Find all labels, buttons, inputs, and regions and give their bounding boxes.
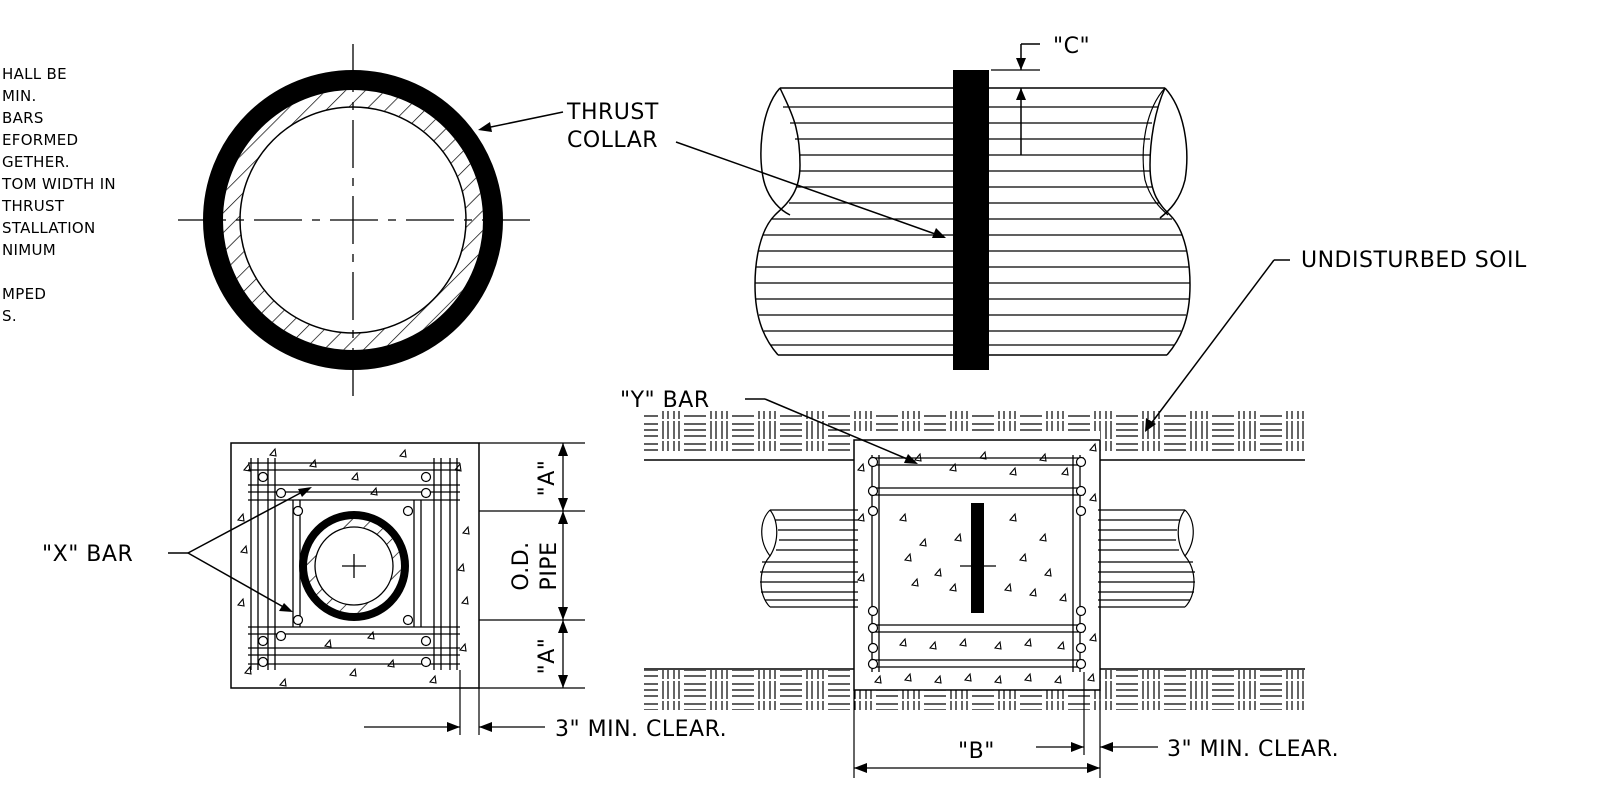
undisturbed-soil-callout: UNDISTURBED SOIL bbox=[1145, 248, 1527, 432]
note-line: MIN. bbox=[2, 87, 37, 105]
undisturbed-soil-label: UNDISTURBED SOIL bbox=[1301, 248, 1527, 273]
note-line: MPED bbox=[2, 285, 46, 303]
note-line: GETHER. bbox=[2, 153, 70, 171]
y-bar-mat bbox=[870, 455, 1084, 672]
note-line: THRUST bbox=[1, 197, 65, 215]
pipe-elevation: "C" bbox=[754, 34, 1191, 370]
thrust-collar-label-line1: THRUST bbox=[566, 100, 659, 125]
pipe-cross-section bbox=[178, 44, 530, 396]
thrust-block-section: "A" O.D. PIPE "A" 3" MIN. CLEAR. bbox=[230, 442, 727, 742]
thrust-collar-bar bbox=[953, 70, 989, 370]
block-outline bbox=[230, 442, 480, 689]
b-dimension-label: "B" bbox=[958, 739, 995, 764]
min-clear-right-label: 3" MIN. CLEAR. bbox=[1167, 737, 1339, 762]
a-dimension-bottom-label: "A" bbox=[535, 638, 560, 675]
thrust-block-plan: "B" 3" MIN. CLEAR. bbox=[644, 411, 1339, 778]
note-line: HALL BE bbox=[2, 65, 67, 83]
plan-pipe-left bbox=[760, 509, 858, 608]
rebar-dots bbox=[257, 471, 432, 668]
plan-concrete-aggregate bbox=[856, 442, 1097, 684]
concrete-aggregate bbox=[236, 447, 470, 687]
y-bar-callout: "Y" BAR bbox=[620, 388, 918, 464]
thrust-collar-label-line2: COLLAR bbox=[567, 128, 658, 153]
note-line: EFORMED bbox=[2, 131, 78, 149]
x-bar-callout: "X" BAR bbox=[42, 487, 312, 612]
note-line: BARS bbox=[2, 109, 44, 127]
c-dimension-label: "C" bbox=[1053, 34, 1090, 59]
collar-ring-small bbox=[299, 511, 409, 621]
thrust-collar-callout: THRUST COLLAR bbox=[478, 100, 946, 238]
y-bar-label: "Y" BAR bbox=[620, 388, 710, 413]
note-line: S. bbox=[2, 307, 17, 325]
note-line: STALLATION bbox=[2, 219, 96, 237]
note-line: TOM WIDTH IN bbox=[1, 175, 116, 193]
x-bar-label: "X" BAR bbox=[42, 542, 133, 567]
od-pipe-label-line2: PIPE bbox=[537, 542, 562, 591]
min-clear-left-label: 3" MIN. CLEAR. bbox=[555, 717, 727, 742]
general-notes: HALL BE MIN. BARS EFORMED GETHER. TOM WI… bbox=[1, 65, 116, 325]
x-bar-mat bbox=[248, 458, 460, 670]
plan-pipe-right bbox=[1098, 509, 1195, 608]
note-line: NIMUM bbox=[2, 241, 56, 259]
plan-rebar-dots bbox=[867, 456, 1087, 670]
a-dimension-top-label: "A" bbox=[535, 460, 560, 497]
plan-thrust-collar bbox=[971, 503, 984, 613]
od-pipe-label-line1: O.D. bbox=[509, 541, 534, 590]
